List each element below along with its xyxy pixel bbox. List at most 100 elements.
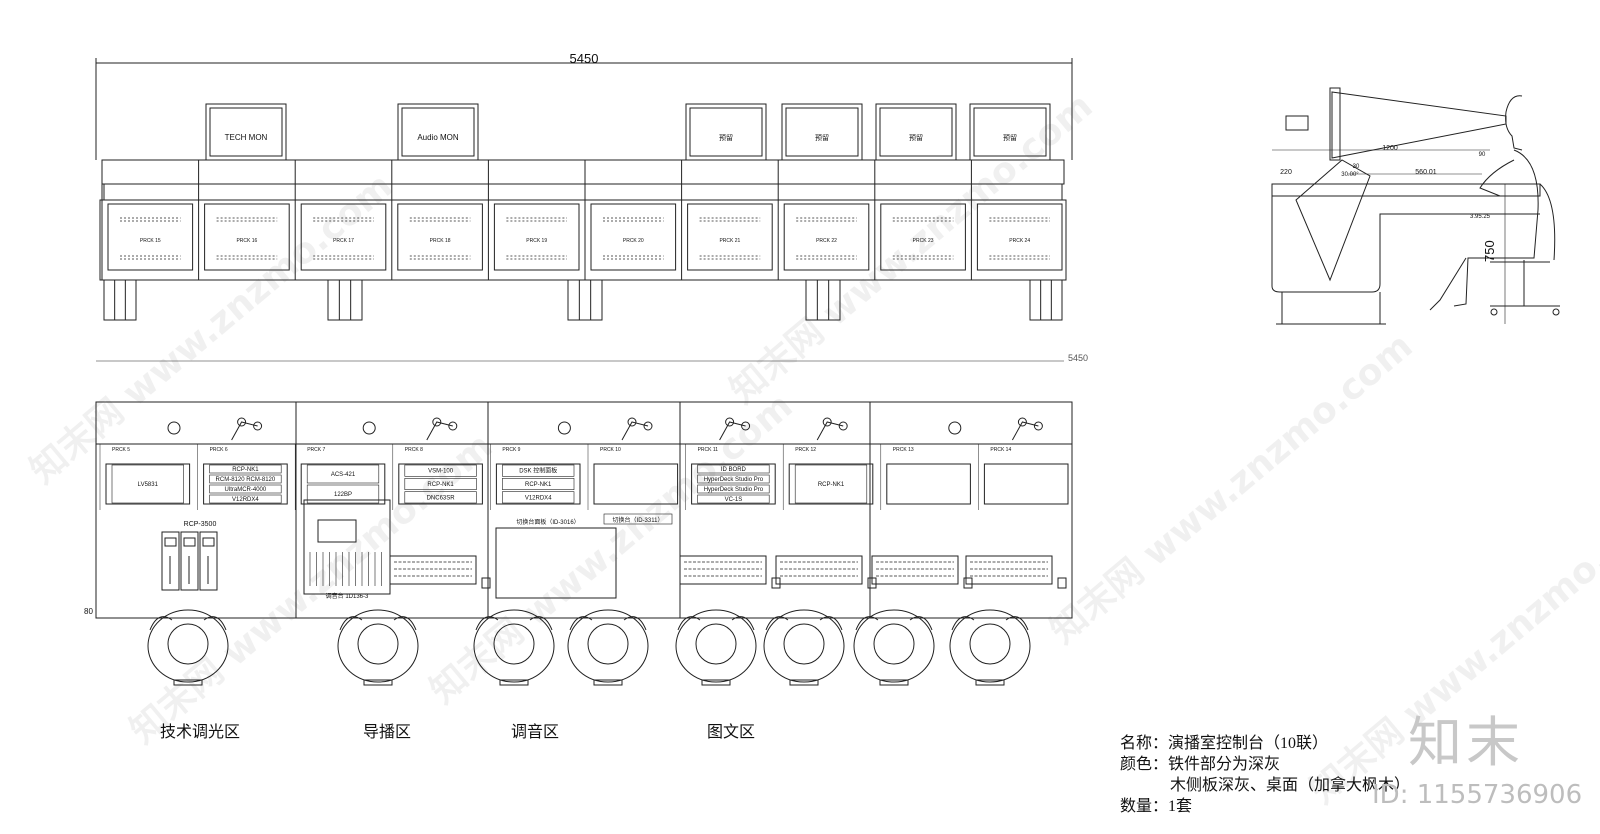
- monitor-screen: [209, 107, 283, 157]
- monitor-arm-plan: [621, 421, 649, 441]
- rack-unit-label: V12RDX4: [232, 497, 259, 503]
- rack-unit-label: VC-1S: [725, 497, 743, 503]
- operator-head: [587, 623, 629, 665]
- rcp-panel: [161, 531, 180, 591]
- monitor-arm-plan: [816, 421, 844, 441]
- rack-unit-label: ACS-421: [331, 472, 356, 478]
- monitor-screen: [973, 107, 1047, 157]
- front-panel-label: PRCK 23: [913, 238, 934, 244]
- arm-joint: [822, 417, 832, 427]
- operator-head: [695, 623, 737, 665]
- plan-knob: [362, 421, 376, 435]
- rcp-display: [202, 537, 215, 547]
- operator-arm: [731, 616, 755, 631]
- operator-arm: [569, 616, 593, 631]
- zone-label-audio: 调音区: [511, 724, 560, 741]
- console-leg: [567, 279, 603, 321]
- side-dim-text: 3.95.25: [1470, 214, 1491, 220]
- plan-prck-label: PRCK 13: [893, 447, 914, 453]
- chair-wheel: [1552, 308, 1560, 316]
- switcher-label-2: 切换台（ID-3311）: [613, 516, 664, 524]
- monitor: [875, 103, 957, 161]
- rack-unit-label: ID BORD: [721, 467, 747, 473]
- rack-unit-label: HyperDeck Studio Pro: [704, 477, 764, 483]
- front-panel: [107, 203, 194, 271]
- operator-chair: [675, 609, 757, 683]
- plan-knob: [557, 421, 571, 435]
- front-panel-label: PRCK 16: [236, 238, 257, 244]
- zone-label-director: 导播区: [363, 724, 412, 741]
- console-leg: [1029, 279, 1063, 321]
- chair-wheel: [1490, 308, 1498, 316]
- plan-rack-frame: [886, 463, 971, 505]
- person-leg: [1429, 257, 1467, 311]
- plan-rack-frame: [203, 463, 288, 505]
- rcp-panel: [180, 531, 199, 591]
- chair-base: [499, 679, 529, 686]
- rack-unit: [697, 464, 770, 474]
- operator-head: [357, 623, 399, 665]
- operator-chair: [337, 609, 419, 683]
- rack-unit: [697, 494, 770, 504]
- operator-arm: [529, 616, 553, 631]
- rack-unit-label: DNC63SR: [427, 495, 456, 501]
- front-panel: [204, 203, 290, 271]
- monitor-sightline: [1331, 91, 1507, 159]
- front-panel-label: PRCK 24: [1009, 238, 1030, 244]
- side-dim-text: 30.00°: [1341, 172, 1359, 178]
- arm-joint: [1033, 421, 1043, 431]
- rack-unit-label: 122BP: [334, 492, 352, 498]
- rack-unit: [502, 478, 575, 490]
- monitor-arm-plan: [426, 421, 453, 441]
- chair-back: [1539, 183, 1556, 261]
- arm-joint: [1017, 417, 1027, 427]
- front-panel: [590, 203, 677, 271]
- rack-unit-label: RCP-NK1: [818, 482, 845, 488]
- side-dim-text: 90: [1479, 152, 1486, 158]
- rack-unit: [209, 464, 282, 474]
- mouse: [481, 577, 491, 589]
- operator-arm: [475, 616, 499, 631]
- console-top-band: [101, 159, 1065, 185]
- monitor: [781, 103, 863, 161]
- plan-prck-label: PRCK 5: [112, 447, 130, 453]
- operator-arm: [765, 616, 789, 631]
- front-panel: [783, 203, 870, 271]
- operator-head: [493, 623, 535, 665]
- operator-arm: [623, 616, 647, 631]
- plan-prck-label: PRCK 11: [698, 447, 719, 453]
- chair-base: [701, 679, 731, 686]
- monitor-front: [1329, 87, 1341, 161]
- monitor-label: 预留: [719, 133, 733, 142]
- rack-unit-label: RCM-8120 RCM-8120: [216, 477, 276, 483]
- monitor-label: 预留: [909, 133, 923, 142]
- chair-base: [593, 679, 623, 686]
- plan-knob: [948, 421, 962, 435]
- switcher-panel: [495, 527, 617, 599]
- arm-joint: [237, 417, 247, 427]
- plan-rack-frame: [495, 463, 581, 505]
- operator-head: [783, 623, 825, 665]
- rack-unit-label: RCP-NK1: [525, 482, 552, 488]
- plan-rack-frame: [788, 463, 874, 505]
- mouse: [1057, 577, 1067, 589]
- plan-prck-label: PRCK 8: [405, 447, 423, 453]
- rack-unit: [502, 464, 575, 477]
- monitor-screen: [401, 107, 475, 157]
- mixer-label: 调音台 1D136-3: [326, 592, 369, 600]
- monitor-label: 预留: [1003, 133, 1017, 142]
- console-leg: [327, 279, 363, 321]
- operator-arm: [677, 616, 701, 631]
- height-dimension: 750: [1482, 240, 1497, 262]
- rack-unit: [794, 464, 868, 504]
- rack-unit: [306, 484, 380, 504]
- monitor: [397, 103, 479, 161]
- front-panel-label: PRCK 20: [623, 238, 644, 244]
- operator-chair: [763, 609, 845, 683]
- zone-label-tech: 技术调光区: [160, 724, 241, 741]
- rcp-panel: [199, 531, 218, 591]
- plan-depth-dimension: 80: [84, 607, 93, 616]
- arm-joint: [725, 417, 735, 427]
